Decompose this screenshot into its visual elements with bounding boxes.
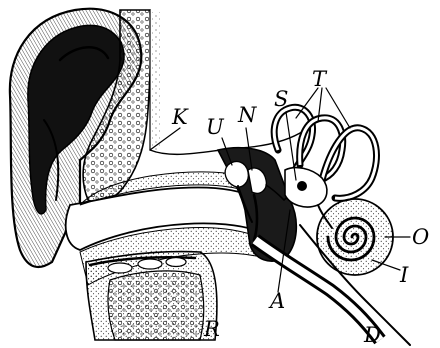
label-s: S [274, 87, 288, 111]
label-u: U [206, 115, 225, 139]
styloid-bone [108, 271, 204, 340]
label-i: I [399, 263, 409, 287]
label-o: O [412, 225, 429, 249]
label-d: D [363, 323, 381, 347]
skull-blank [150, 10, 440, 156]
cartilage-node-2 [138, 259, 162, 269]
label-r: R [203, 317, 220, 341]
cartilage-node-3 [166, 258, 186, 267]
canal-lateral-outer [322, 128, 376, 199]
vestibule-window [297, 181, 307, 191]
label-a: A [268, 289, 285, 313]
label-k: K [171, 105, 189, 129]
label-n: N [237, 103, 257, 127]
label-t: T [312, 67, 328, 91]
lower-region [86, 252, 217, 340]
bone-edge-stipple [152, 12, 160, 150]
cartilage-node-1 [108, 263, 132, 273]
